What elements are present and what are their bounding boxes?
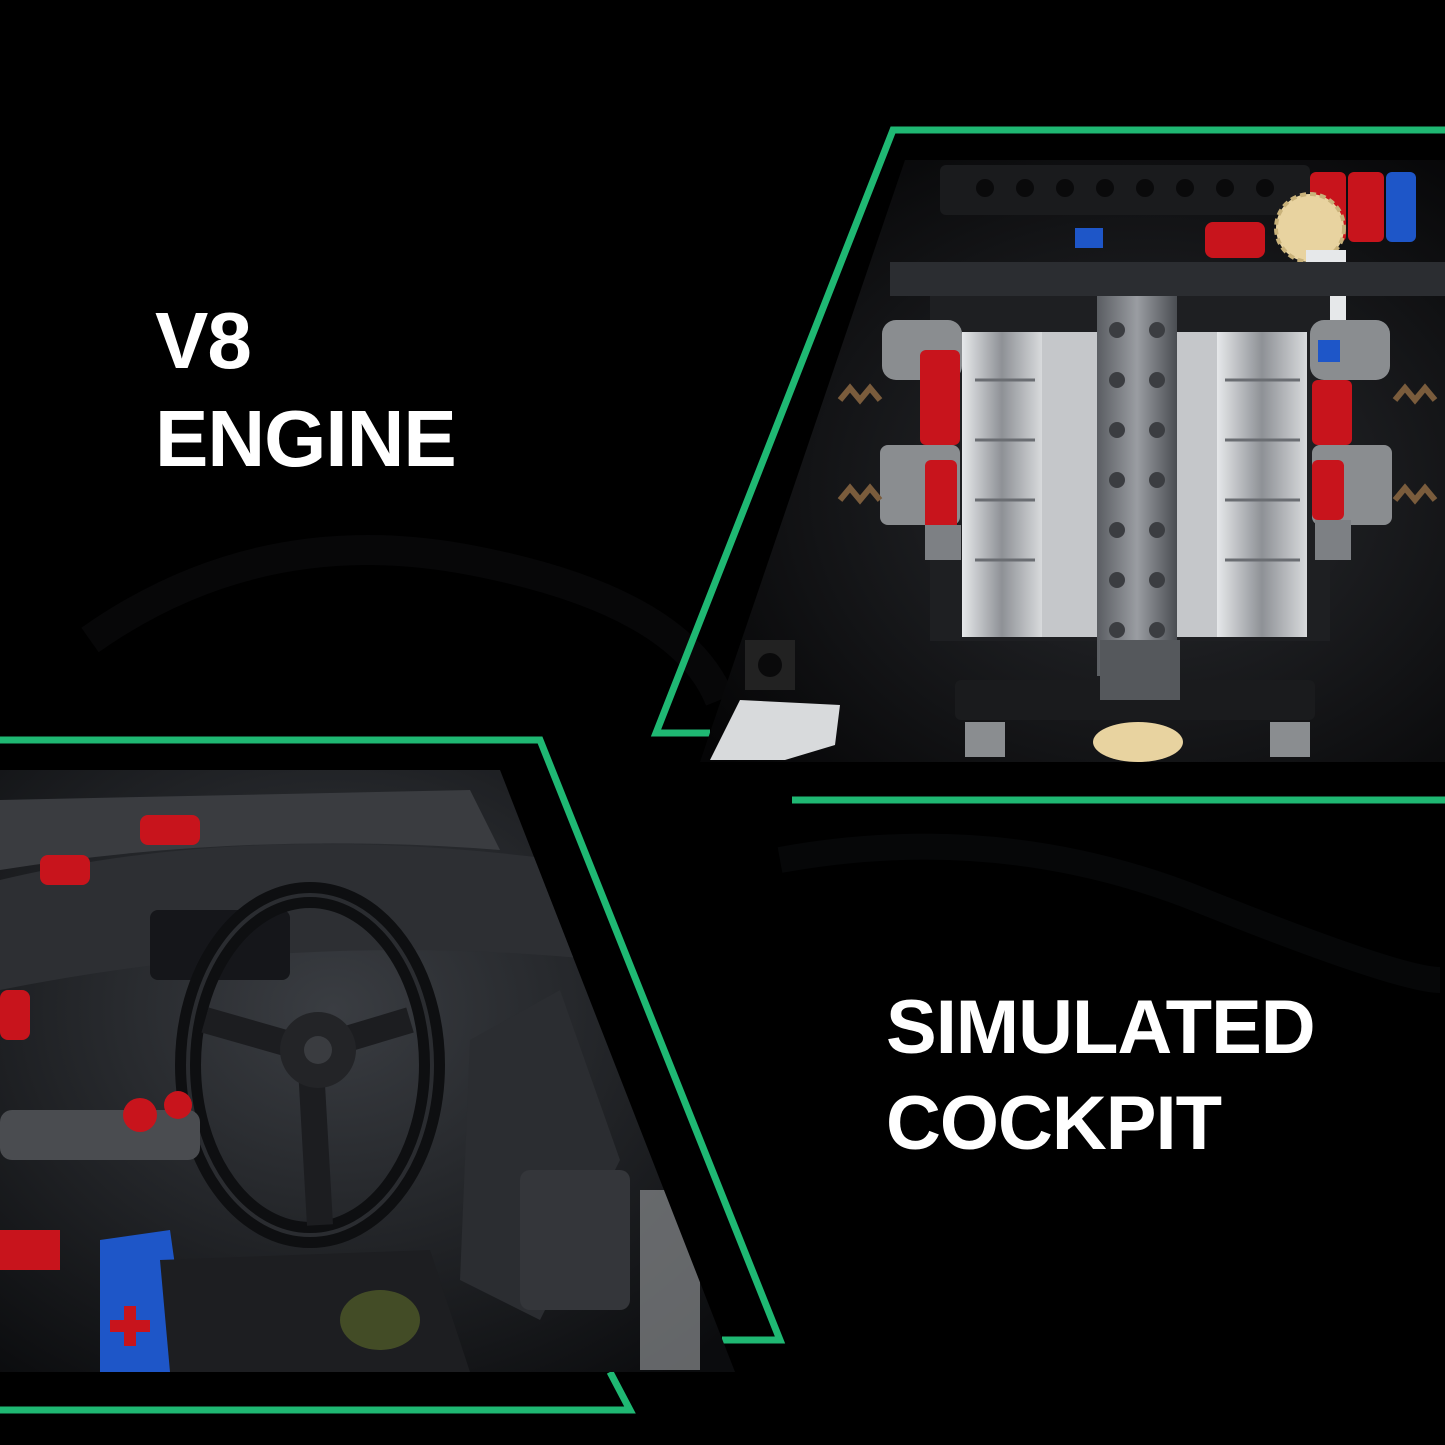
cockpit-frame [0,736,786,1414]
cockpit-caption-line-2: COCKPIT [886,1081,1222,1166]
cockpit-frame-bottom [0,1370,636,1414]
cockpit-caption-line-1: SIMULATED [886,985,1316,1070]
background-texture [81,535,1441,993]
engine-caption-line-1: V8 [155,296,252,385]
cockpit-caption: SIMULATED COCKPIT [886,980,1316,1172]
engine-caption: V8 ENGINE [155,292,457,488]
engine-frame-top [650,126,1445,737]
engine-caption-line-2: ENGINE [155,394,457,483]
cockpit-photo [0,770,735,1372]
engine-photo [700,160,1445,762]
cockpit-frame-top [0,736,786,1344]
engine-frame [650,126,1445,804]
